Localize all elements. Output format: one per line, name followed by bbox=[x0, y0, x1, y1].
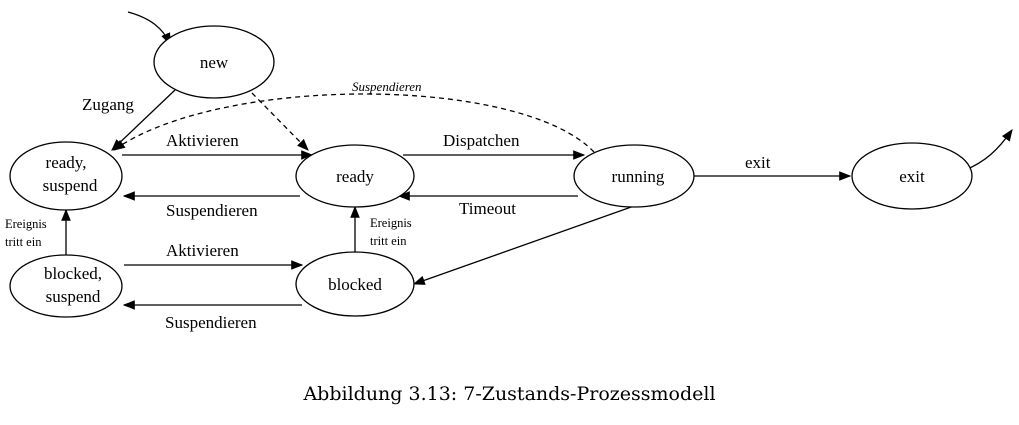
label-ereignis-mid-2: tritt ein bbox=[370, 234, 407, 248]
figure-caption: Abbildung 3.13: 7-Zustands-Prozessmodell bbox=[303, 383, 716, 405]
edge-new-to-ready bbox=[251, 92, 309, 151]
label-ereignis-left-1: Ereignis bbox=[5, 217, 47, 231]
state-new bbox=[153, 25, 275, 99]
state-label-running: running bbox=[612, 167, 665, 186]
state-label-ready: ready bbox=[336, 167, 374, 186]
label-ereignis-left-2: tritt ein bbox=[5, 235, 42, 249]
label-aktivieren-top: Aktivieren bbox=[166, 131, 239, 150]
label-suspendieren-running: Suspendieren bbox=[352, 79, 422, 94]
state-label-new: new bbox=[200, 53, 229, 72]
state-blocked-suspend bbox=[9, 254, 123, 318]
label-suspendieren-top: Suspendieren bbox=[166, 201, 258, 220]
label-dispatchen: Dispatchen bbox=[443, 131, 520, 150]
label-ereignis-mid-1: Ereignis bbox=[370, 216, 412, 230]
label-aktivieren-bottom: Aktivieren bbox=[166, 241, 239, 260]
state-ready bbox=[295, 144, 415, 208]
process-state-diagram: new ready, suspend ready running exit bl… bbox=[5, 11, 1013, 332]
state-label-blocked-suspend-1: blocked, bbox=[44, 264, 102, 283]
label-exit: exit bbox=[745, 153, 771, 172]
state-label-exit: exit bbox=[899, 167, 925, 186]
state-exit bbox=[851, 142, 973, 210]
state-running bbox=[573, 144, 695, 208]
label-timeout: Timeout bbox=[459, 199, 516, 218]
label-suspendieren-bottom: Suspendieren bbox=[165, 313, 257, 332]
entry-arrow bbox=[127, 11, 171, 46]
exit-outgoing-curve bbox=[964, 129, 1013, 171]
state-ready-suspend bbox=[9, 141, 123, 211]
label-zugang: Zugang bbox=[82, 95, 134, 114]
edge-running-to-blocked bbox=[412, 204, 638, 285]
state-blocked bbox=[295, 251, 415, 317]
state-label-blocked-suspend-2: suspend bbox=[46, 287, 101, 306]
state-label-blocked: blocked bbox=[328, 275, 382, 294]
state-label-ready-suspend-1: ready, bbox=[46, 153, 87, 172]
state-label-ready-suspend-2: suspend bbox=[43, 176, 98, 195]
